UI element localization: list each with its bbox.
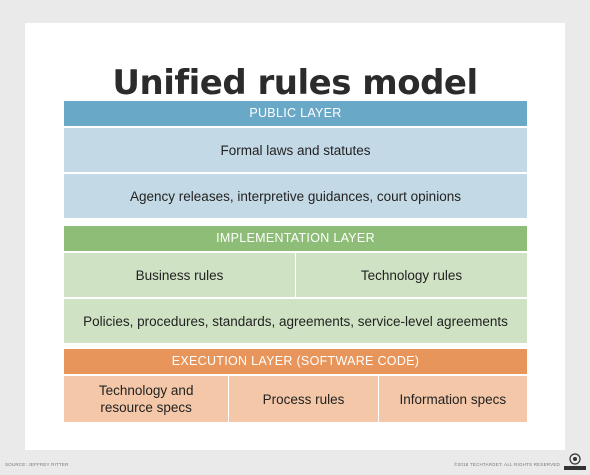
- execution-layer-cell: Technology and resource specs: [64, 376, 229, 422]
- implementation-layer-row: Policies, procedures, standards, agreeme…: [64, 297, 527, 343]
- public-layer-cell: Agency releases, interpretive guidances,…: [64, 174, 527, 218]
- diagram-card: Unified rules model PUBLIC LAYER Formal …: [25, 23, 565, 450]
- execution-layer-header: EXECUTION LAYER (SOFTWARE CODE): [64, 349, 527, 374]
- execution-layer: EXECUTION LAYER (SOFTWARE CODE) Technolo…: [64, 349, 527, 422]
- implementation-layer-cell: Policies, procedures, standards, agreeme…: [64, 299, 527, 343]
- source-credit: SOURCE: JEFFREY RITTER: [5, 462, 69, 467]
- diagram-title: Unified rules model: [112, 63, 478, 103]
- implementation-layer-row: Business rules Technology rules: [64, 251, 527, 297]
- public-layer-row: Agency releases, interpretive guidances,…: [64, 172, 527, 218]
- public-layer-header: PUBLIC LAYER: [64, 101, 527, 126]
- copyright-notice: ©2018 TECHTARGET. ALL RIGHTS RESERVED: [454, 462, 560, 467]
- techtarget-logo-icon: [564, 453, 586, 470]
- public-layer-row: Formal laws and statutes: [64, 126, 527, 172]
- implementation-layer-cell: Business rules: [64, 253, 295, 297]
- execution-layer-row: Technology and resource specs Process ru…: [64, 374, 527, 422]
- execution-layer-cell: Information specs: [377, 376, 527, 422]
- execution-layer-cell: Process rules: [228, 376, 378, 422]
- public-layer: PUBLIC LAYER Formal laws and statutes Ag…: [64, 101, 527, 218]
- implementation-layer-cell: Technology rules: [295, 253, 527, 297]
- implementation-layer-header: IMPLEMENTATION LAYER: [64, 226, 527, 251]
- implementation-layer: IMPLEMENTATION LAYER Business rules Tech…: [64, 226, 527, 343]
- public-layer-cell: Formal laws and statutes: [64, 128, 527, 172]
